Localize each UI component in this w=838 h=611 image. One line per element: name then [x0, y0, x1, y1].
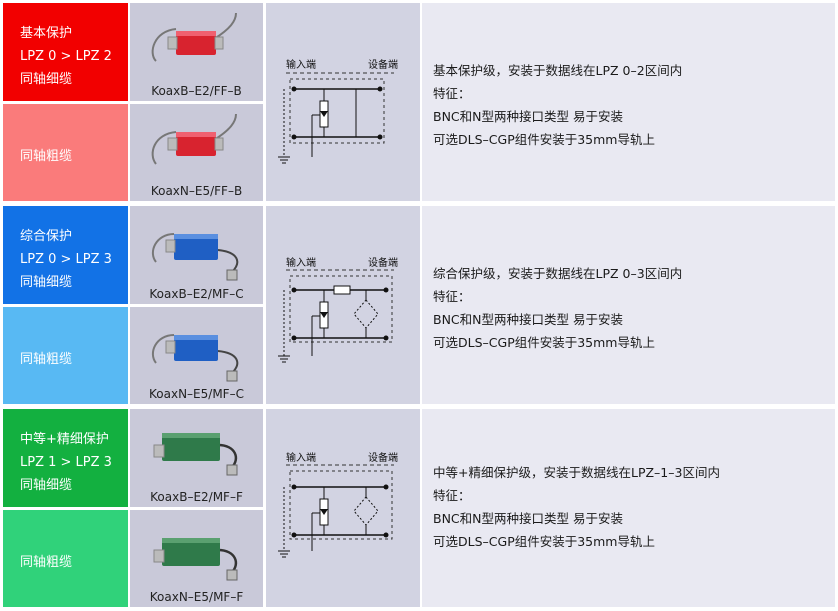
description-cell: 基本保护级，安装于数据线在LPZ 0–2区间内 特征： BNC和N型两种接口类型… — [422, 3, 835, 201]
description-line: 特征： — [433, 488, 471, 503]
category-cell: 中等+精细保护 LPZ 1 > LPZ 3 同轴细缆 — [3, 409, 128, 507]
circuit-diagram — [278, 72, 394, 164]
description-line: BNC和N型两种接口类型 易于安装 — [433, 109, 623, 124]
product-image — [151, 233, 239, 281]
product-image — [151, 12, 237, 62]
category-cable: 同轴细缆 — [20, 72, 73, 87]
diagram-input-label: 输入端 — [286, 453, 316, 464]
category-title: 综合保护 — [20, 229, 73, 244]
description-line: BNC和N型两种接口类型 易于安装 — [433, 511, 623, 526]
circuit-diagram — [278, 464, 394, 558]
category-cable: 同轴粗缆 — [20, 555, 73, 570]
category-cell: 同轴粗缆 — [3, 307, 128, 404]
circuit-diagram-cell: 输入端 设备端 — [266, 206, 420, 404]
category-title: 中等+精细保护 — [20, 432, 109, 447]
product-cell: KoaxN–E5/MF–C — [130, 307, 263, 404]
category-cell: 综合保护 LPZ 0 > LPZ 3 同轴细缆 — [3, 206, 128, 304]
diagram-output-label: 设备端 — [368, 60, 398, 71]
product-model: KoaxB–E2/MF–F — [150, 490, 243, 504]
product-model: KoaxN–E5/FF–B — [150, 184, 243, 198]
product-image — [153, 433, 238, 476]
product-cell: KoaxN–E5/MF–F — [130, 510, 263, 607]
description-line: 中等+精细保护级，安装于数据线在LPZ–1–3区间内 — [433, 465, 720, 480]
description-line: 特征： — [433, 86, 471, 101]
description-cell: 中等+精细保护级，安装于数据线在LPZ–1–3区间内 特征： BNC和N型两种接… — [422, 409, 835, 607]
product-model: KoaxN–E5/MF–F — [149, 590, 244, 604]
protection-group-medium-fine: 中等+精细保护 LPZ 1 > LPZ 3 同轴细缆 同轴粗缆 KoaxB–E2… — [0, 409, 838, 607]
category-title: 基本保护 — [20, 26, 73, 41]
description-line: 基本保护级，安装于数据线在LPZ 0–2区间内 — [433, 63, 683, 78]
category-cable: 同轴细缆 — [20, 478, 73, 493]
product-model: KoaxB–E2/FF–B — [151, 84, 242, 98]
description-line: 可选DLS–CGP组件安装于35mm导轨上 — [433, 335, 655, 350]
protection-group-comprehensive: 综合保护 LPZ 0 > LPZ 3 同轴细缆 同轴粗缆 KoaxB–E2/MF… — [0, 206, 838, 404]
description-line: 可选DLS–CGP组件安装于35mm导轨上 — [433, 132, 655, 147]
product-model: KoaxN–E5/MF–C — [149, 387, 244, 401]
category-cable: 同轴粗缆 — [20, 149, 73, 164]
circuit-diagram-cell: 输入端 设备端 — [266, 3, 420, 201]
category-zone: LPZ 0 > LPZ 2 — [20, 49, 112, 64]
product-image — [151, 334, 239, 382]
category-cell: 同轴粗缆 — [3, 510, 128, 607]
diagram-input-label: 输入端 — [286, 258, 316, 269]
product-image — [151, 113, 237, 165]
product-image — [153, 538, 238, 581]
category-cable: 同轴粗缆 — [20, 352, 73, 367]
product-model: KoaxB–E2/MF–C — [149, 287, 244, 301]
product-cell: KoaxB–E2/MF–F — [130, 409, 263, 507]
description-line: 可选DLS–CGP组件安装于35mm导轨上 — [433, 534, 655, 549]
category-zone: LPZ 1 > LPZ 3 — [20, 455, 112, 470]
product-cell: KoaxN–E5/FF–B — [130, 104, 263, 201]
product-cell: KoaxB–E2/MF–C — [130, 206, 263, 304]
diagram-output-label: 设备端 — [368, 258, 398, 269]
circuit-diagram-cell: 输入端 设备端 — [266, 409, 420, 607]
product-cell: KoaxB–E2/FF–B — [130, 3, 263, 101]
diagram-output-label: 设备端 — [368, 453, 398, 464]
category-zone: LPZ 0 > LPZ 3 — [20, 252, 112, 267]
category-cell: 同轴粗缆 — [3, 104, 128, 201]
category-cable: 同轴细缆 — [20, 275, 73, 290]
description-cell: 综合保护级，安装于数据线在LPZ 0–3区间内 特征： BNC和N型两种接口类型… — [422, 206, 835, 404]
circuit-diagram — [278, 269, 394, 363]
description-line: BNC和N型两种接口类型 易于安装 — [433, 312, 623, 327]
category-cell: 基本保护 LPZ 0 > LPZ 2 同轴细缆 — [3, 3, 128, 101]
description-line: 综合保护级，安装于数据线在LPZ 0–3区间内 — [433, 266, 683, 281]
description-line: 特征： — [433, 289, 471, 304]
protection-group-basic: 基本保护 LPZ 0 > LPZ 2 同轴细缆 同轴粗缆 KoaxB–E2/FF… — [0, 3, 838, 201]
diagram-input-label: 输入端 — [286, 60, 316, 71]
